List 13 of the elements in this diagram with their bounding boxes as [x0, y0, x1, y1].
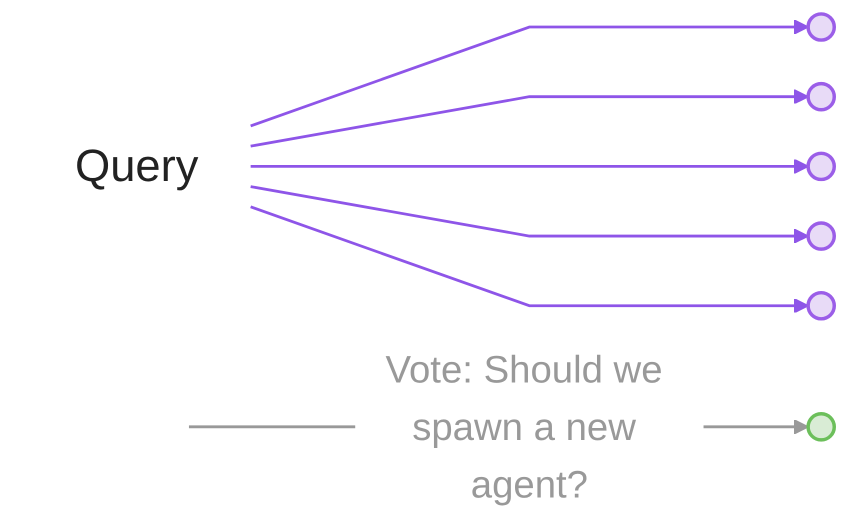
node-circle [806, 412, 836, 442]
arrow [250, 206, 809, 314]
node-circle [806, 152, 836, 182]
arrow [250, 19, 809, 128]
node-circle [806, 290, 836, 321]
node-circle [806, 82, 836, 112]
arrow [250, 89, 809, 148]
arrow [250, 185, 809, 244]
arrow [250, 158, 809, 174]
node-circle [806, 221, 836, 251]
node-text: Query [75, 139, 198, 192]
node-circle [806, 12, 836, 42]
edge-label: Vote: Should we spawn a new agent? [386, 348, 663, 506]
